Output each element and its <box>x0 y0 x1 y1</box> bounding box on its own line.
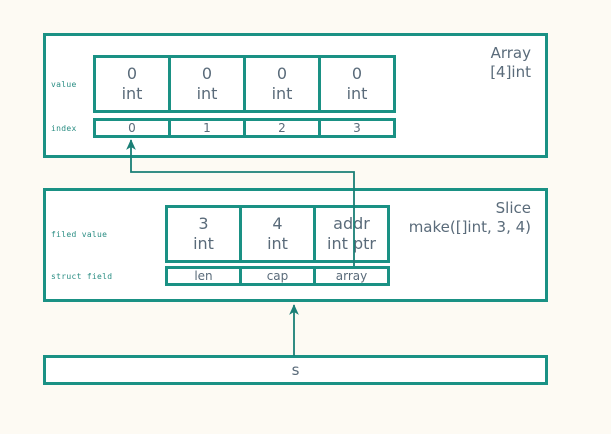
variable-name-label: s <box>291 361 300 379</box>
array-index-row-label: index <box>51 124 77 133</box>
array-value-0: 0 <box>126 64 138 83</box>
array-index-cell-1: 1 <box>168 118 246 138</box>
slice-value-row-label: filed value <box>51 230 108 239</box>
array-title-line1: Array <box>490 44 531 62</box>
slice-field-cell-array: array <box>313 266 390 286</box>
array-title-line2: [4]int <box>490 63 531 81</box>
slice-array-type: int ptr <box>327 234 376 253</box>
array-value-type-2: int <box>271 84 293 103</box>
array-value-row-label: value <box>51 80 77 89</box>
array-index-cell-2: 2 <box>243 118 321 138</box>
slice-title: Slice make([]int, 3, 4) <box>409 199 531 237</box>
array-index-cell-3: 3 <box>318 118 396 138</box>
slice-field-row-label: struct field <box>51 272 113 281</box>
slice-len-type: int <box>193 234 214 253</box>
array-value-cell-1: 0 int <box>168 55 246 113</box>
slice-field-cell-cap: cap <box>239 266 316 286</box>
array-value-2: 0 <box>276 64 288 83</box>
array-value-cell-2: 0 int <box>243 55 321 113</box>
array-value-type-1: int <box>196 84 218 103</box>
slice-value-row: 3 int 4 int addr int ptr <box>165 205 390 263</box>
slice-cap-value: 4 <box>272 214 283 233</box>
slice-field-row: len cap array <box>165 266 390 286</box>
array-value-type-0: int <box>121 84 143 103</box>
array-value-row: 0 int 0 int 0 int 0 int <box>93 55 396 113</box>
slice-len-value: 3 <box>198 214 209 233</box>
slice-field-cell-len: len <box>165 266 242 286</box>
array-value-cell-0: 0 int <box>93 55 171 113</box>
array-value-cell-3: 0 int <box>318 55 396 113</box>
slice-value-cell-array: addr int ptr <box>313 205 390 263</box>
array-value-1: 0 <box>201 64 213 83</box>
array-index-cell-0: 0 <box>93 118 171 138</box>
slice-array-value: addr <box>333 214 370 233</box>
array-value-type-3: int <box>346 84 368 103</box>
slice-title-line2: make([]int, 3, 4) <box>408 218 531 236</box>
array-title: Array [4]int <box>490 44 531 82</box>
slice-title-line1: Slice <box>495 199 531 217</box>
slice-value-cell-cap: 4 int <box>239 205 316 263</box>
array-value-3: 0 <box>351 64 363 83</box>
slice-cap-type: int <box>267 234 288 253</box>
array-index-row: 0 1 2 3 <box>93 118 396 138</box>
variable-box: s <box>43 355 548 385</box>
slice-value-cell-len: 3 int <box>165 205 242 263</box>
